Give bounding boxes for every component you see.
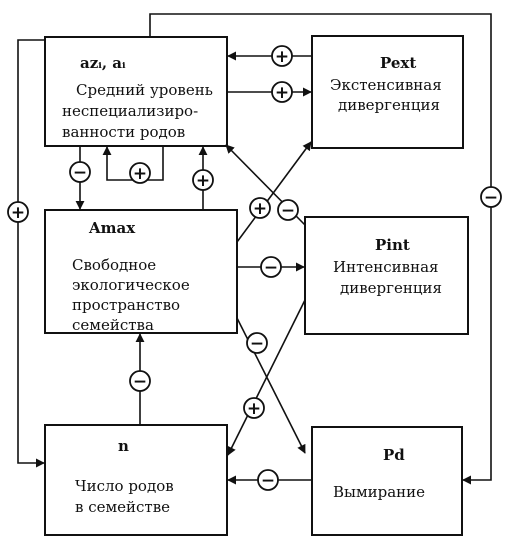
sign-plus-amax-pext: + bbox=[249, 197, 271, 219]
sign-plus-pint-n: + bbox=[243, 397, 265, 419]
svg-text:+: + bbox=[196, 171, 210, 191]
label-amax-line3: пространство bbox=[72, 296, 180, 314]
edge-amax-to-pext bbox=[236, 141, 312, 243]
label-a-line3: ванности родов bbox=[62, 123, 185, 141]
label-pint-line2: дивергенция bbox=[340, 279, 442, 297]
sign-plus-amax-a: + bbox=[192, 169, 214, 191]
sign-plus-a-self: + bbox=[129, 162, 151, 184]
label-pint-line1: Интенсивная bbox=[333, 258, 439, 276]
edge-a-to-n-outer bbox=[17, 39, 45, 468]
sign-plus-a-pext: + bbox=[271, 81, 293, 103]
label-n-line1: Число родов bbox=[75, 477, 174, 495]
svg-text:+: + bbox=[133, 164, 147, 184]
svg-text:−: − bbox=[250, 334, 264, 354]
label-amax-line4: семейства bbox=[72, 316, 154, 334]
sign-plus-outer-left: + bbox=[7, 201, 29, 223]
label-pext-line1: Экстенсивная bbox=[330, 76, 442, 94]
label-pext-line2: дивергенция bbox=[338, 96, 440, 114]
label-pint-title: Pint bbox=[375, 236, 410, 254]
label-pd-line1: Вымирание bbox=[333, 483, 425, 501]
sign-minus-n-amax: − bbox=[129, 370, 151, 392]
edge-a-to-pd-outer bbox=[149, 13, 492, 485]
box-a bbox=[44, 36, 228, 147]
svg-text:−: − bbox=[484, 188, 498, 208]
svg-text:+: + bbox=[11, 203, 25, 223]
label-pext-title: Pext bbox=[380, 54, 416, 72]
svg-text:−: − bbox=[133, 372, 147, 392]
label-a-line1: Средний уровень bbox=[76, 81, 213, 99]
sign-minus-amax-pint: − bbox=[260, 256, 282, 278]
label-pd-title: Pd bbox=[383, 446, 405, 464]
label-amax-title: Amax bbox=[88, 219, 136, 237]
svg-text:+: + bbox=[253, 199, 267, 219]
label-n-title: n bbox=[118, 437, 129, 455]
sign-minus-pint-a: − bbox=[277, 199, 299, 221]
svg-text:+: + bbox=[275, 83, 289, 103]
box-pd bbox=[311, 426, 463, 536]
sign-minus-a-amax: − bbox=[69, 161, 91, 183]
svg-text:−: − bbox=[73, 163, 87, 183]
sign-minus-outer-right: − bbox=[480, 186, 502, 208]
box-n bbox=[44, 424, 228, 536]
box-pint bbox=[304, 216, 469, 335]
box-pext bbox=[311, 35, 464, 149]
box-amax bbox=[44, 209, 238, 334]
label-amax-line1: Свободное bbox=[72, 256, 156, 274]
svg-text:+: + bbox=[247, 399, 261, 419]
sign-minus-amax-pd: − bbox=[246, 332, 268, 354]
label-amax-line2: экологическое bbox=[72, 276, 190, 294]
label-a-title: azᵢ, aᵢ bbox=[80, 54, 126, 72]
edge-pint-to-n bbox=[227, 299, 306, 456]
svg-text:+: + bbox=[275, 47, 289, 67]
svg-text:−: − bbox=[264, 258, 278, 278]
label-n-line2: в семействе bbox=[75, 498, 170, 516]
label-a-line2: неспециализиро- bbox=[62, 102, 198, 120]
svg-text:−: − bbox=[281, 201, 295, 221]
svg-text:−: − bbox=[261, 471, 275, 491]
sign-plus-pext-a: + bbox=[271, 45, 293, 67]
sign-minus-pd-n: − bbox=[257, 469, 279, 491]
